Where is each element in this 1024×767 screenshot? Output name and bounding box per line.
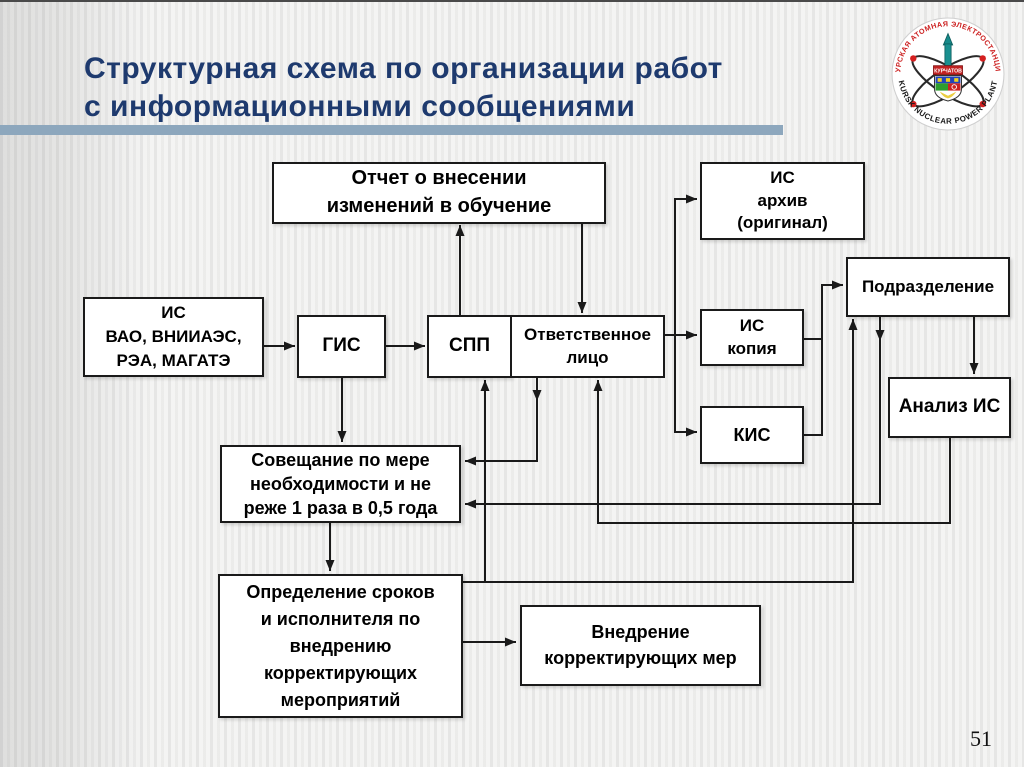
logo-kurchatov-banner: КУРЧАТОВ bbox=[933, 65, 963, 75]
node-gis: ГИС bbox=[297, 315, 386, 378]
title-underline-bar bbox=[0, 125, 783, 135]
page-number: 51 bbox=[970, 726, 992, 751]
logo-shield bbox=[934, 75, 962, 102]
connectors bbox=[263, 194, 979, 647]
node-spp: СПП bbox=[427, 315, 512, 378]
logo-electron-dots bbox=[910, 55, 986, 108]
node-is-arhiv: ИС архив (оригинал) bbox=[700, 162, 865, 240]
page-title-line1: Структурная схема по организации работ bbox=[84, 52, 723, 85]
node-analiz-is: Анализ ИС bbox=[888, 377, 1011, 438]
node-opredelenie-srokov: Определение сроков и исполнителя по внед… bbox=[218, 574, 463, 718]
page-title-line2: с информационными сообщениями bbox=[84, 90, 636, 123]
logo-lighthouse bbox=[942, 32, 954, 67]
node-vnedrenie: Внедрение корректирующих мер bbox=[520, 605, 761, 686]
logo-kurchatov-label: КУРЧАТОВ bbox=[934, 69, 962, 75]
node-is-vao: ИС ВАО, ВНИИАЭС, РЭА, МАГАТЭ bbox=[83, 297, 264, 377]
node-soveschanie: Совещание по мере необходимости и не реж… bbox=[220, 445, 461, 523]
node-otchet: Отчет о внесении изменений в обучение bbox=[272, 162, 606, 224]
node-podrazdelenie: Подразделение bbox=[846, 257, 1010, 317]
node-kis: КИС bbox=[700, 406, 804, 464]
node-is-kopiya: ИС копия bbox=[700, 309, 804, 366]
plant-logo: КУРЧАТОВ КУРСКАЯ АТОМНАЯ ЭЛЕКТРОСТАНЦИЯ … bbox=[890, 17, 1005, 131]
page-title: Структурная схема по организации работ с… bbox=[84, 50, 904, 126]
node-otvetstvennoe-lico: Ответственное лицо bbox=[510, 315, 665, 378]
